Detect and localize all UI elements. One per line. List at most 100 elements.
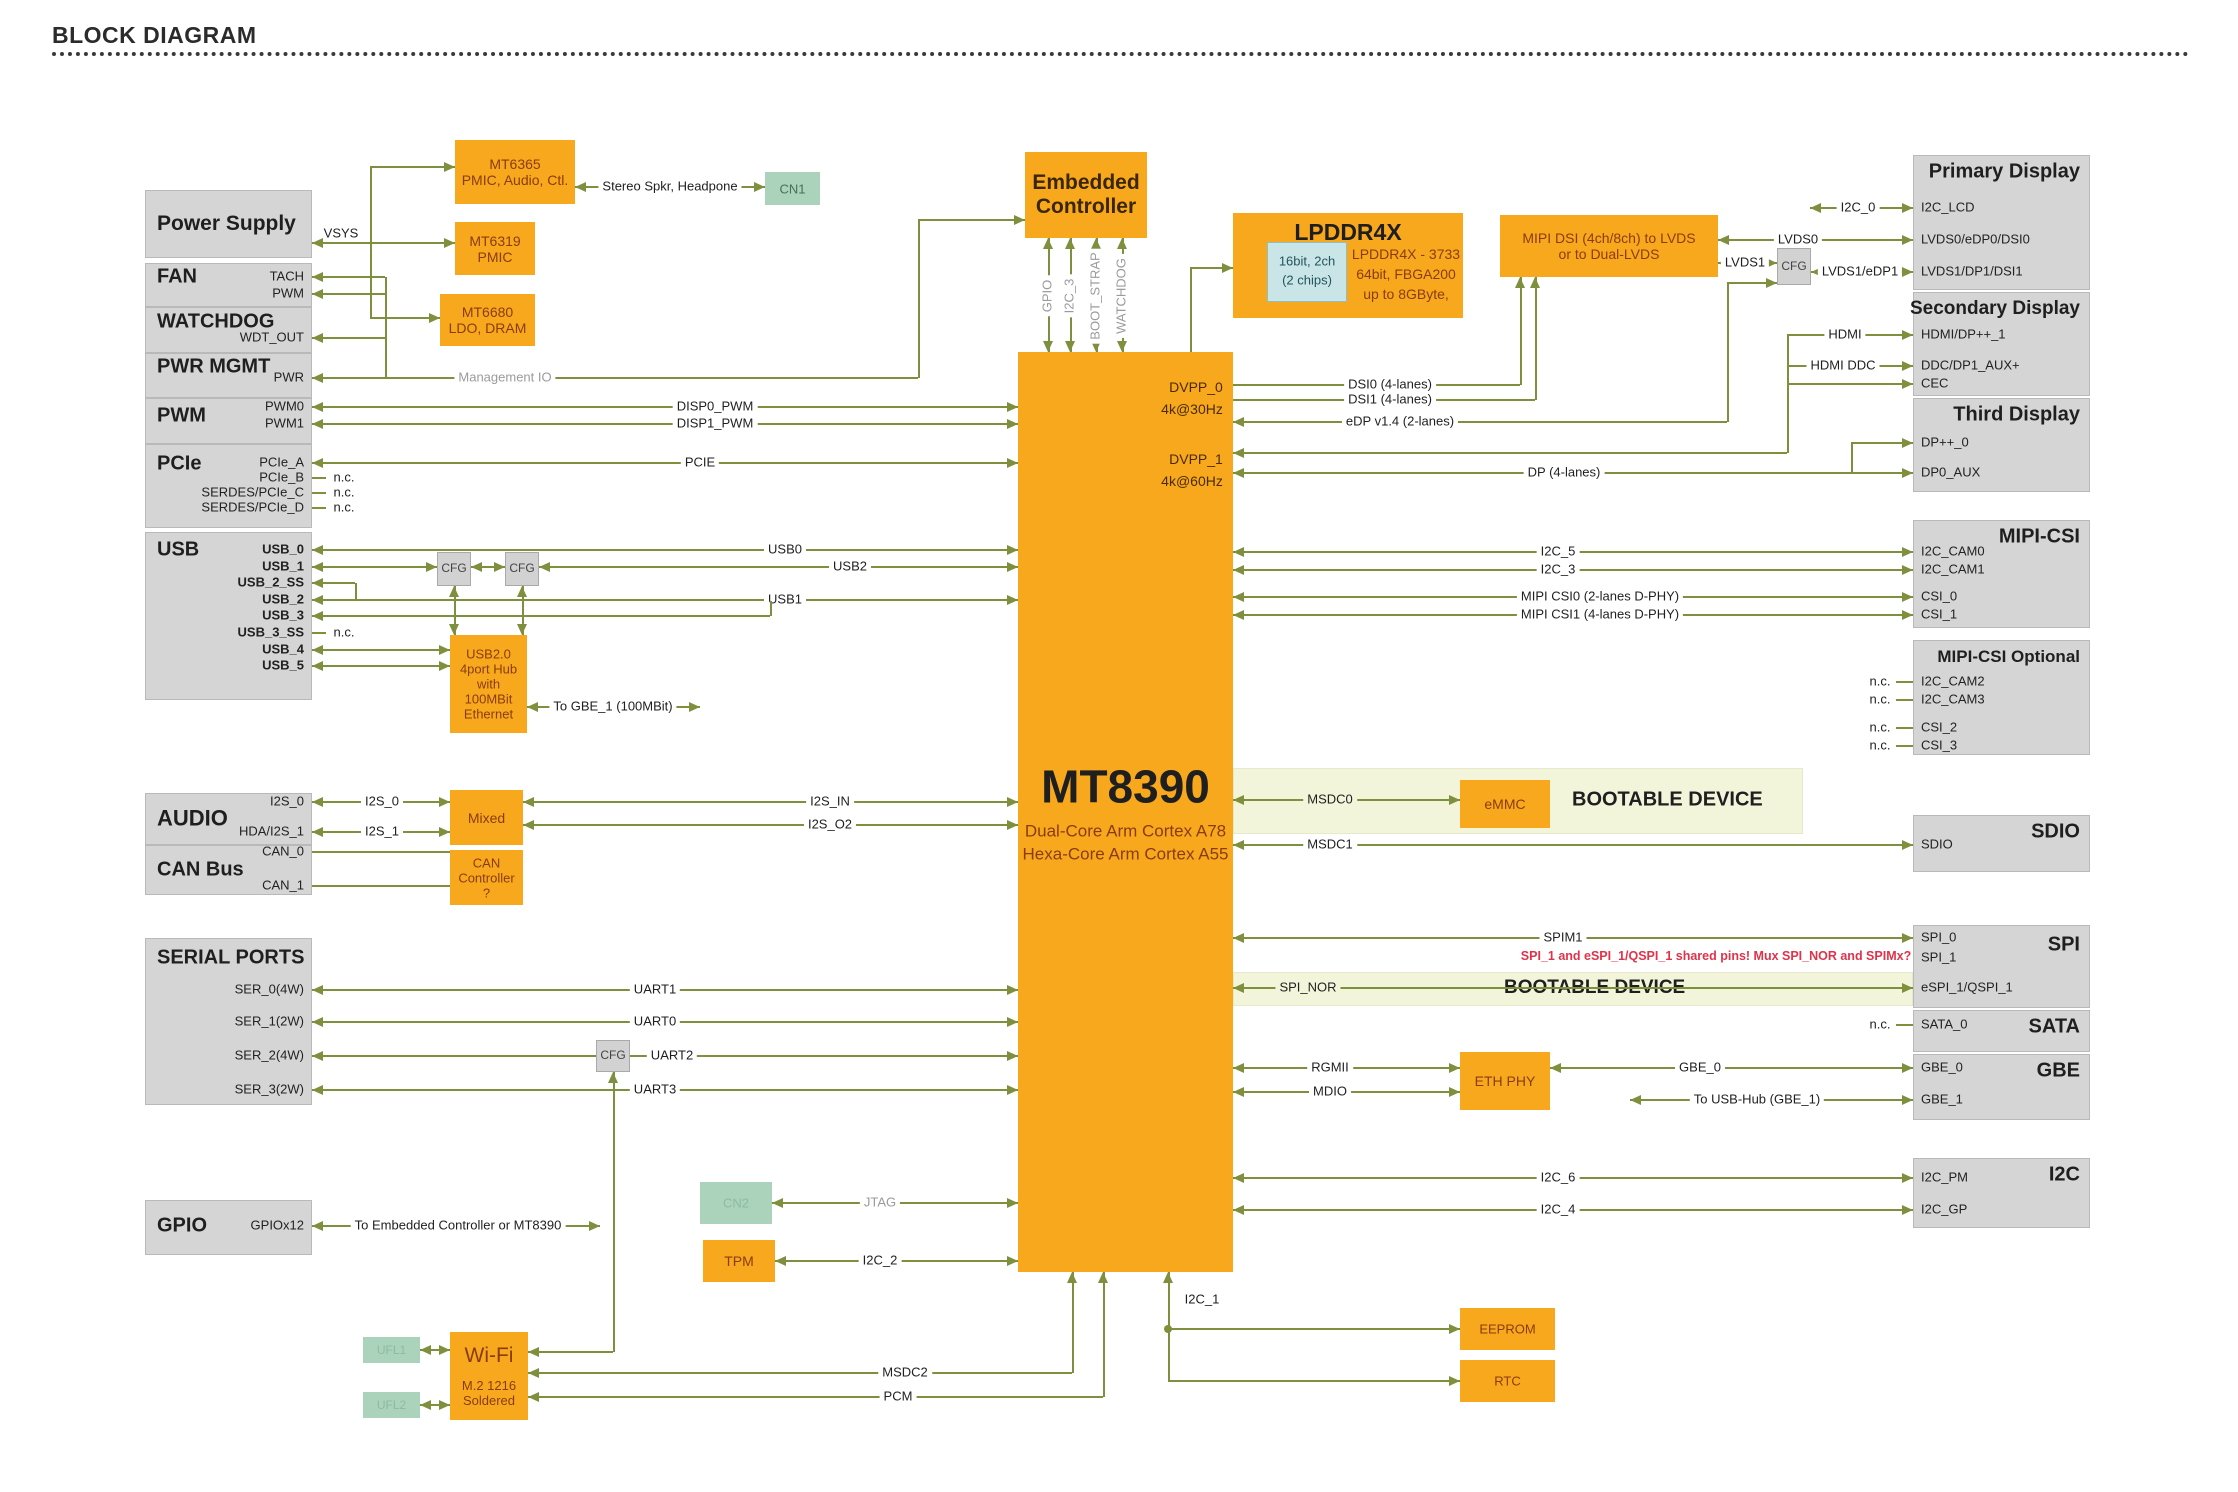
wire-msdc1 bbox=[1233, 844, 1913, 846]
wire-ec-watchdog-arrow bbox=[1117, 238, 1127, 249]
section-pwr-mgmt-title: PWR MGMT bbox=[157, 355, 271, 378]
nc-stub bbox=[1896, 745, 1913, 747]
wire-disp0-pwm-arrow bbox=[1007, 402, 1018, 412]
wire-msdc1-arrow bbox=[1233, 840, 1244, 850]
cfg-usb-b-label: CFG bbox=[509, 561, 535, 576]
wire-pcie-d-stub bbox=[312, 507, 326, 509]
wire-dsi0-arrow bbox=[1515, 277, 1525, 288]
wire-hub-gbe1-label: To GBE_1 (100MBit) bbox=[549, 699, 677, 715]
wire-lvds0-label: LVDS0 bbox=[1773, 232, 1823, 248]
wire-i2s-o2-arrow bbox=[523, 820, 534, 830]
pin-spi-espi-1-qspi-1: eSPI_1/QSPI_1 bbox=[1921, 979, 2013, 995]
chip-rtc-line: RTC bbox=[1494, 1373, 1521, 1389]
wire-uart1-arrow bbox=[1007, 985, 1018, 995]
chip-ufl1-line: UFL1 bbox=[376, 1343, 407, 1357]
wire-i2s1-label: I2S_1 bbox=[361, 824, 403, 840]
lpddr4x-chip-line1: 16bit, 2ch bbox=[1278, 253, 1336, 269]
wire-usb2-ss bbox=[355, 583, 357, 599]
wire-cfg-a-hub bbox=[454, 586, 456, 635]
wire-pcie-a-label: PCIE bbox=[680, 455, 720, 471]
pin-mipi-csi-optional-csi-2: CSI_2 bbox=[1921, 719, 1958, 735]
wire-usb2-arrow bbox=[1007, 562, 1018, 572]
chip-audio-mixed-line: Mixed bbox=[467, 809, 506, 826]
section-third-display-title: Third Display bbox=[1953, 403, 2080, 426]
wire-cfg-to-cfg-arrow bbox=[494, 562, 505, 572]
wire-vsys-psu bbox=[312, 242, 370, 244]
wire-uart0-arrow bbox=[1007, 1017, 1018, 1027]
chip-cn2-line: CN2 bbox=[722, 1195, 749, 1211]
wire-fan-tach-arrow bbox=[312, 272, 323, 282]
wire-lpddr-feed bbox=[1190, 267, 1233, 269]
section-gpio-title: GPIO bbox=[157, 1214, 208, 1237]
chip-mt6365-line: PMIC, Audio, Ctl. bbox=[461, 172, 569, 188]
wire-i2c0-arrow bbox=[1902, 203, 1913, 213]
chip-cn2-text: CN2 bbox=[700, 1196, 772, 1211]
chip-wifi-line: M.2 1216 bbox=[461, 1378, 517, 1393]
chip-mipi-dsi-bridge-line: MIPI DSI (4ch/8ch) to LVDS bbox=[1522, 230, 1696, 246]
wire-msdc0-label: MSDC0 bbox=[1303, 792, 1357, 808]
wire-mipi-csi1-arrow bbox=[1902, 610, 1913, 620]
wire-gbe1-arrow bbox=[1630, 1095, 1641, 1105]
wire-dsi0 bbox=[1520, 277, 1522, 385]
chip-mt6680-line: LDO, DRAM bbox=[448, 320, 527, 336]
chip-usb-hub-line: with bbox=[476, 676, 501, 692]
wire-management-io-arrow bbox=[1014, 215, 1025, 225]
wire-i2c1-label: I2C_1 bbox=[1180, 1292, 1224, 1308]
section-sdio-title: SDIO bbox=[2031, 820, 2080, 843]
wire-management-io bbox=[918, 219, 1025, 221]
wire-pwr bbox=[312, 377, 385, 379]
wire-spi-nor-arrow bbox=[1902, 983, 1913, 993]
wire-hdmi-ddc-arrow bbox=[1902, 361, 1913, 371]
wire-usb3 bbox=[770, 601, 772, 616]
wire-dp-branch bbox=[1851, 442, 1913, 444]
wire-usb1-arrow bbox=[1007, 595, 1018, 605]
header-dotted-rule bbox=[52, 34, 2190, 56]
wire-rgmii-arrow bbox=[1449, 1063, 1460, 1073]
wire-i2s-in-arrow bbox=[1007, 797, 1018, 807]
wire-fan-tach bbox=[312, 276, 385, 278]
wire-cfg-uart-wifi bbox=[613, 1072, 615, 1352]
wire-pcie-b-stub bbox=[312, 477, 326, 479]
wire-hdmi-arrow bbox=[1902, 330, 1913, 340]
wire-i2c6-label: I2C_6 bbox=[1536, 1170, 1580, 1186]
wire-lpddr-feed bbox=[1190, 268, 1192, 352]
chip-cn1-text: CN1 bbox=[765, 181, 820, 196]
section-spi bbox=[1913, 925, 2090, 1008]
wire-ec-bootstrap-arrow bbox=[1091, 238, 1101, 249]
wire-i2s-in-arrow bbox=[523, 797, 534, 807]
pin-usb-usb-5: USB_5 bbox=[262, 657, 304, 673]
section-pwm-title: PWM bbox=[157, 404, 206, 427]
wire-pcm-arrow bbox=[528, 1392, 539, 1402]
nc-stub bbox=[1896, 727, 1913, 729]
wire-gbe1-arrow bbox=[1902, 1095, 1913, 1105]
section-usb-title: USB bbox=[157, 538, 200, 561]
mt8390-dvpp1-rate: 4k@60Hz bbox=[1161, 472, 1223, 489]
wire-i2c4-arrow bbox=[1233, 1205, 1244, 1215]
chip-can-controller-line: ? bbox=[482, 885, 491, 900]
wire-hdmi bbox=[1233, 452, 1787, 454]
chip-eeprom-text: EEPROM bbox=[1460, 1322, 1555, 1337]
wire-lvds0-arrow bbox=[1718, 235, 1729, 245]
wire-cfg-a-hub-arrow bbox=[449, 624, 459, 635]
wire-msdc0-arrow bbox=[1233, 795, 1244, 805]
wire-i2c4-arrow bbox=[1902, 1205, 1913, 1215]
wire-cfg-a-hub-arrow bbox=[449, 586, 459, 597]
section-usb bbox=[145, 532, 312, 700]
chip-eeprom: EEPROM bbox=[1460, 1308, 1555, 1350]
wire-i2s-o2-arrow bbox=[1007, 820, 1018, 830]
wire-hub-gbe1-arrow bbox=[527, 702, 538, 712]
chip-mt6365-line: MT6365 bbox=[489, 156, 541, 172]
nc-label: n.c. bbox=[1869, 1016, 1891, 1032]
pin-pcie-serdes-pcie-c: SERDES/PCIe_C bbox=[201, 484, 304, 500]
pin-audio-i2s-0: I2S_0 bbox=[270, 793, 304, 809]
wire-dsi1-arrow bbox=[1530, 277, 1540, 288]
wire-management-io-label: Management IO bbox=[454, 370, 556, 386]
wire-ec-watchdog-label: WATCHDOG bbox=[1114, 254, 1130, 338]
lpddr4x-spec1: LPDDR4X - 3733 bbox=[1351, 245, 1461, 262]
wire-edp-label: eDP v1.4 (2-lanes) bbox=[1341, 414, 1459, 430]
wire-gbe0-label: GBE_0 bbox=[1675, 1060, 1725, 1076]
